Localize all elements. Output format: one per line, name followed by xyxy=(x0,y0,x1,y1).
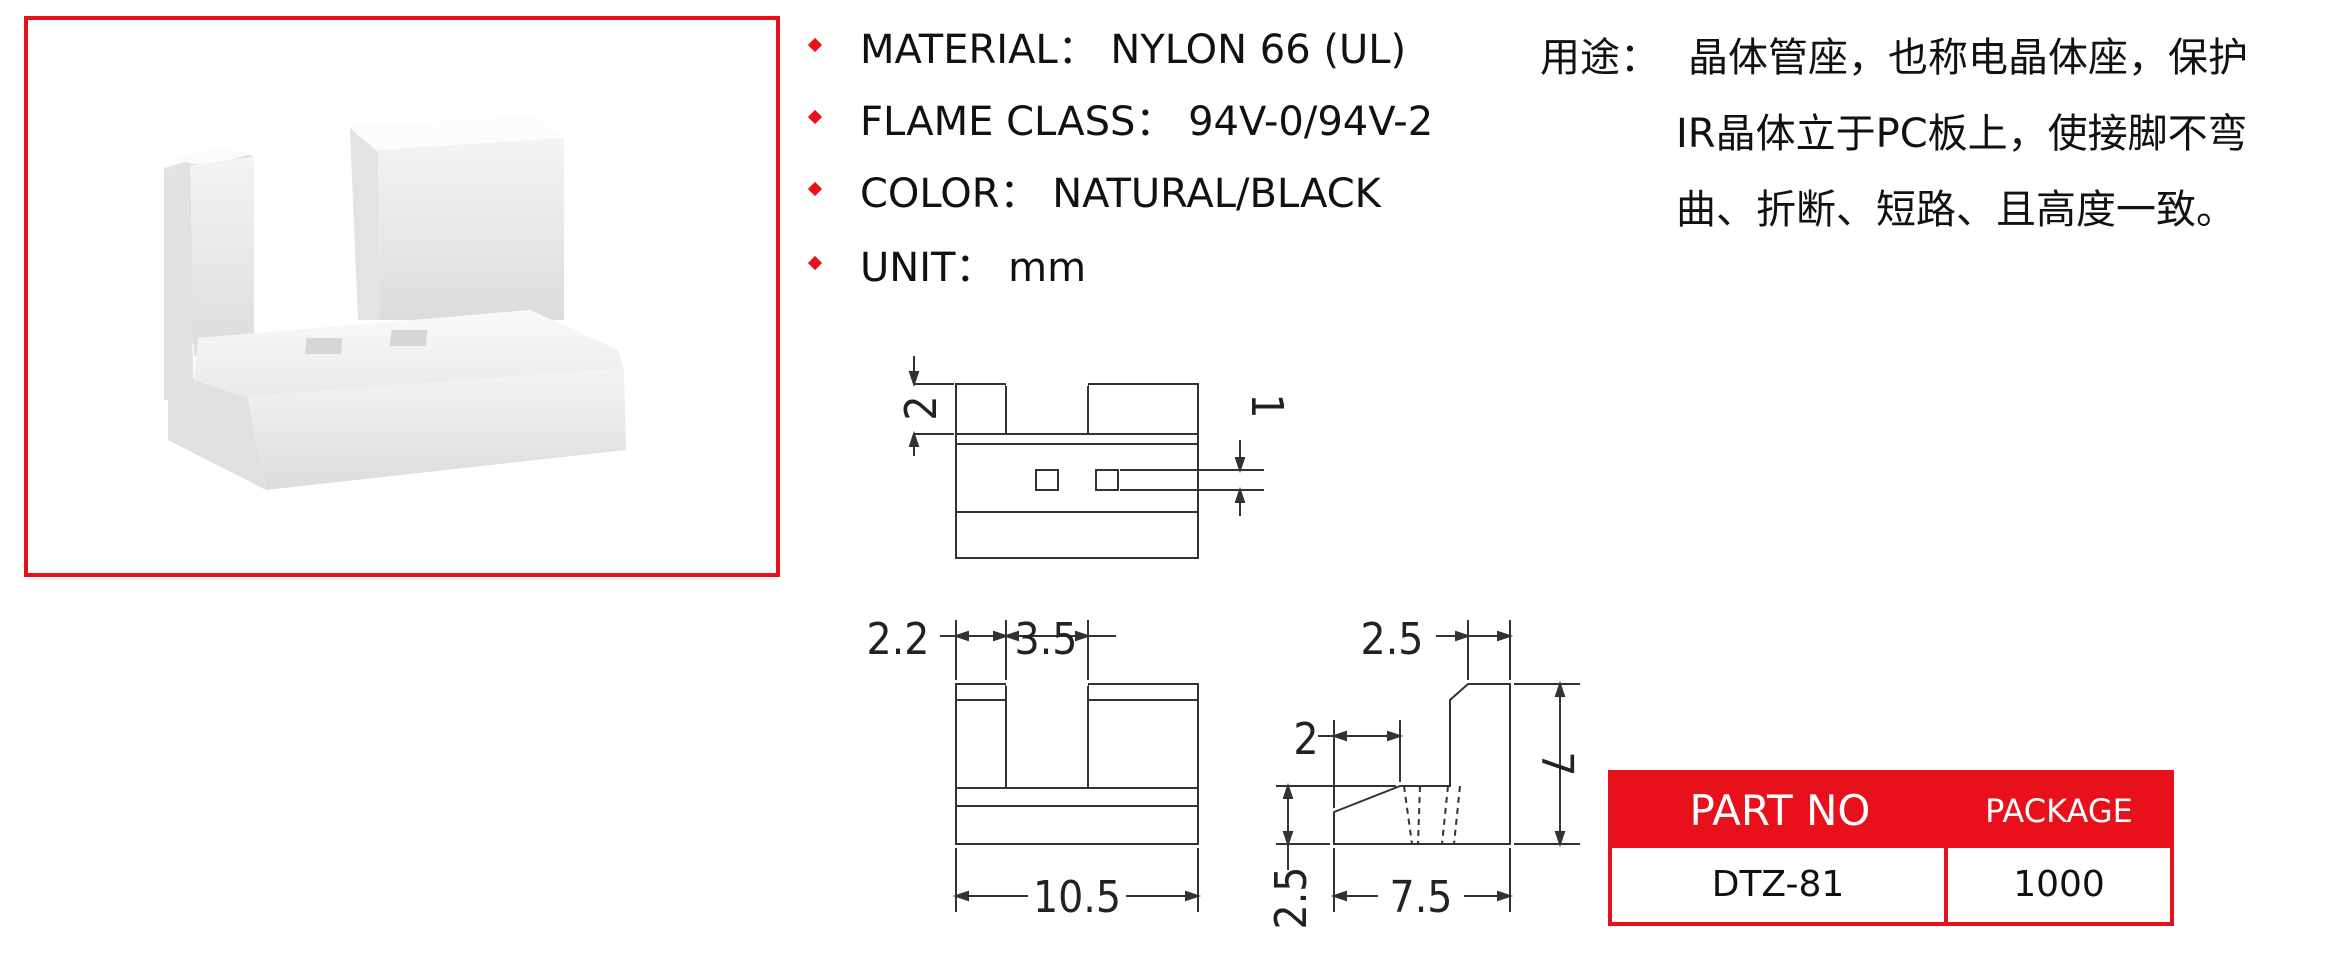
header-package: PACKAGE xyxy=(1985,792,2133,830)
side-view xyxy=(1276,620,1580,912)
cell-part-no: DTZ-81 xyxy=(1612,848,1948,922)
dim-top-height: 2 xyxy=(896,395,947,420)
usage-line: IR晶体立于PC板上，使接脚不弯 xyxy=(1676,111,2248,157)
table-header: PART NO PACKAGE xyxy=(1612,774,2170,848)
front-view xyxy=(940,620,1202,912)
usage-label: 用途： xyxy=(1540,35,1660,81)
usage-line: 晶体管座，也称电晶体座，保护 xyxy=(1688,35,2248,81)
spec-text: MATERIAL： NYLON 66 (UL) xyxy=(860,27,1407,73)
product-photo xyxy=(164,116,626,490)
dim-side-step: 2 xyxy=(1293,714,1318,765)
top-view xyxy=(908,356,1264,559)
dim-side-top: 2.5 xyxy=(1361,614,1424,665)
part-table: PART NO PACKAGE DTZ-81 1000 xyxy=(1608,770,2174,926)
dim-hole-size: 1 xyxy=(1241,393,1292,418)
header-part-no: PART NO xyxy=(1689,786,1871,835)
dim-side-depth: 7.5 xyxy=(1390,872,1453,923)
dim-left-wall: 2.2 xyxy=(867,614,930,665)
cell-package: 1000 xyxy=(2013,864,2105,905)
spec-text: COLOR： NATURAL/BLACK xyxy=(860,171,1381,217)
dim-side-height: 7 xyxy=(1531,751,1582,776)
product-photo-frame xyxy=(24,16,780,577)
spec-text: UNIT： mm xyxy=(860,245,1087,291)
dim-total-width: 10.5 xyxy=(1033,872,1121,923)
dim-gap: 3.5 xyxy=(1015,614,1078,665)
dim-side-base: 2.5 xyxy=(1266,867,1317,930)
spec-text: FLAME CLASS： 94V-0/94V-2 xyxy=(860,99,1434,145)
usage-line: 曲、折断、短路、且高度一致。 xyxy=(1676,187,2236,233)
